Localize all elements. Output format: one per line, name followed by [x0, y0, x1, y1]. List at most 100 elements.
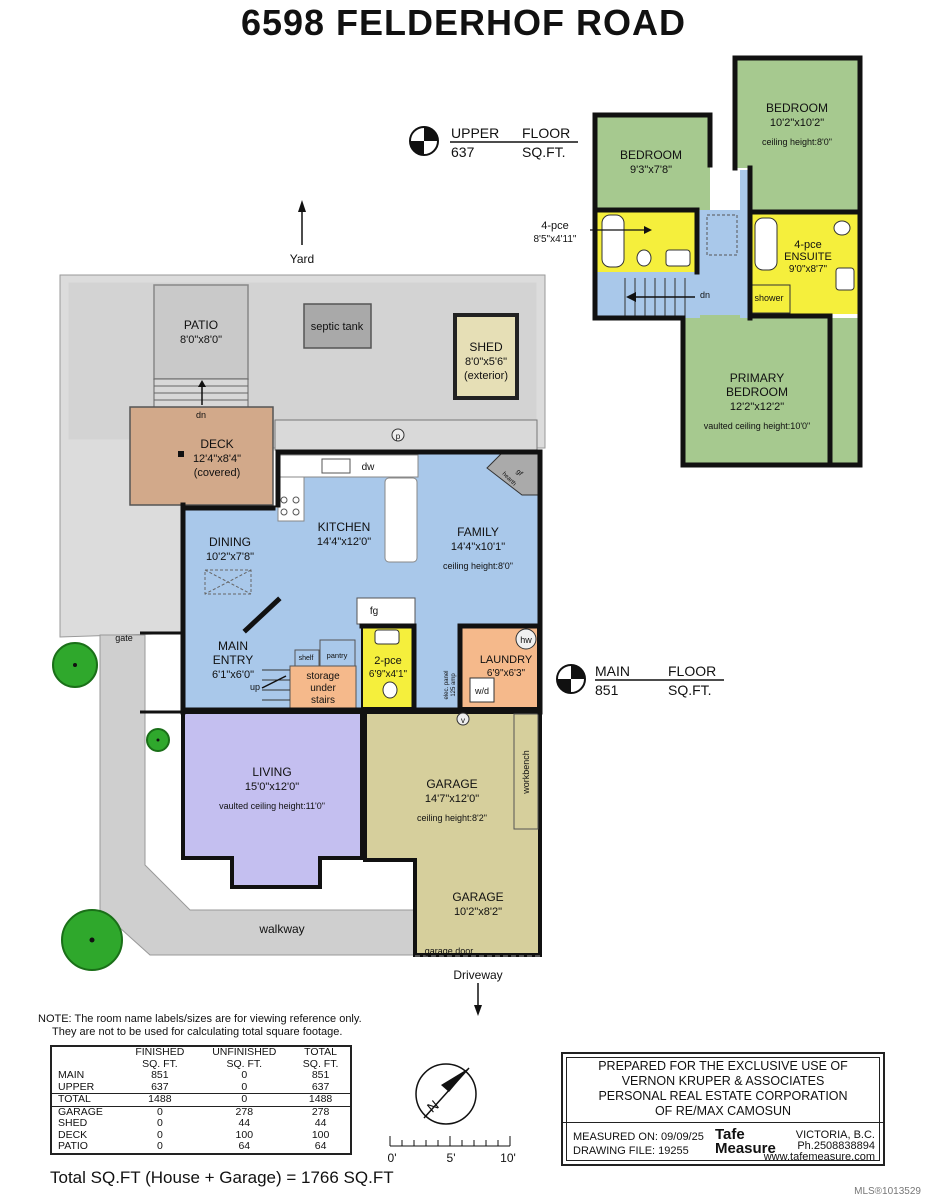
upper-floor-name: UPPER	[451, 125, 499, 141]
dining-size: 10'2"x7'8"	[206, 551, 254, 563]
deck-size: 12'4"x8'4"	[193, 453, 241, 465]
four-pce-name: 4-pce	[541, 220, 569, 232]
city-label: VICTORIA, B.C.	[795, 1129, 875, 1141]
garage1-name: GARAGE	[426, 777, 477, 791]
kitchen-size: 14'4"x12'0"	[317, 536, 371, 548]
header-unfinished-unit: SQ. FT.	[226, 1057, 263, 1070]
laundry-size: 6'9"x6'3"	[487, 668, 526, 679]
deck-dn-label: dn	[196, 410, 206, 420]
upper-floor-word: FLOOR	[522, 125, 570, 141]
main-floor-unit: SQ.FT.	[668, 682, 712, 698]
prepared-line-2: VERNON KRUPER & ASSOCIATES	[621, 1074, 825, 1088]
measured-date: 09/09/25	[661, 1131, 704, 1143]
storage-line-1: storage	[306, 671, 340, 682]
driveway-label: Driveway	[453, 968, 502, 982]
header-finished-unit: SQ. FT.	[142, 1057, 178, 1070]
mls-watermark: MLS®1013529	[854, 1186, 921, 1197]
logo-bottom: Measure	[715, 1140, 776, 1157]
walkway-label: walkway	[258, 922, 304, 936]
compass-icon	[415, 1063, 477, 1125]
header-finished: FINISHED	[135, 1046, 185, 1058]
elec-amp-label: 125 amp	[451, 673, 457, 697]
disclaimer-note: NOTE: The room name labels/sizes are for…	[38, 1013, 362, 1039]
wd-label: w/d	[474, 686, 489, 696]
fg-label: fg	[370, 606, 378, 617]
entry-name-1: MAIN	[218, 639, 248, 653]
tafe-measure-logo: Tafe Measure	[715, 1126, 776, 1157]
living-size: 15'0"x12'0"	[245, 781, 299, 793]
primary-size: 12'2"x12'2"	[730, 401, 784, 413]
laundry-name: LAUNDRY	[480, 654, 533, 666]
gate-label: gate	[115, 633, 133, 643]
ensuite-name-2: ENSUITE	[784, 251, 832, 263]
garage2-size: 10'2"x8'2"	[454, 906, 502, 918]
family-size: 14'4"x10'1"	[451, 541, 505, 553]
header-unfinished: UNFINISHED	[212, 1046, 277, 1058]
scale-tick-10: 10'	[500, 1151, 516, 1165]
upper-floor-sqft: 637	[451, 144, 475, 160]
entry-size: 6'1"x6'0"	[212, 669, 254, 681]
header-total-unit: SQ. FT.	[302, 1057, 339, 1070]
garage1-note: ceiling height:8'2"	[417, 813, 487, 823]
patio	[153, 284, 249, 380]
bedroom-upper-right	[735, 58, 860, 212]
garage-door-label: garage door	[425, 946, 474, 956]
deck-note: (covered)	[194, 467, 240, 479]
upper-dn-label: dn	[700, 290, 710, 300]
phone-label: Ph.2508838894	[797, 1140, 875, 1152]
header-total: TOTAL	[304, 1046, 338, 1058]
tree-icon	[52, 642, 98, 688]
upper-floor-marker-icon	[409, 126, 578, 156]
p-marker-label: p	[396, 432, 401, 441]
dining-name: DINING	[209, 535, 251, 549]
primary-name-2: BEDROOM	[726, 385, 788, 399]
four-pce-size: 8'5"x4'11"	[534, 234, 577, 245]
shower-label: shower	[754, 293, 783, 303]
living-room	[181, 710, 364, 889]
primary-name-1: PRIMARY	[730, 371, 784, 385]
prepared-for-box: PREPARED FOR THE EXCLUSIVE USE OF VERNON…	[561, 1052, 885, 1166]
workbench-label: workbench	[521, 750, 531, 795]
shed-name: SHED	[469, 340, 503, 354]
scale-tick-5: 5'	[447, 1151, 456, 1165]
note-line-2: They are not to be used for calculating …	[52, 1026, 343, 1038]
prepared-line-1: PREPARED FOR THE EXCLUSIVE USE OF	[598, 1059, 848, 1073]
main-floor-word: FLOOR	[668, 663, 716, 679]
shed	[453, 313, 519, 400]
prepared-line-4: OF RE/MAX CAMOSUN	[654, 1104, 792, 1118]
hw-label: hw	[520, 635, 532, 645]
logo-top: Tafe	[715, 1126, 745, 1143]
main-floor-name: MAIN	[595, 663, 630, 679]
tree-icon	[146, 728, 170, 752]
workbench	[513, 713, 539, 830]
family-name: FAMILY	[457, 525, 499, 539]
bedroom2-size: 10'2"x10'2"	[770, 117, 824, 129]
note-line-1: NOTE: The room name labels/sizes are for…	[38, 1013, 362, 1025]
shed-note: (exterior)	[464, 370, 508, 382]
scale-bar	[389, 1136, 511, 1147]
shed-size: 8'0"x5'6"	[465, 356, 507, 368]
deck-name: DECK	[200, 437, 233, 451]
septic-label: septic tank	[311, 321, 364, 333]
shelf-label: shelf	[299, 655, 314, 662]
dw-label: dw	[362, 462, 376, 473]
fireplace-label: gf	[515, 468, 524, 477]
total-sqft-line: Total SQ.FT (House + Garage) = 1766 SQ.F…	[50, 1168, 394, 1187]
website-link[interactable]: www.tafemeasure.com	[763, 1151, 875, 1163]
bedroom-upper-left	[595, 115, 710, 210]
ensuite-name-1: 4-pce	[794, 239, 822, 251]
main-floor-marker-icon	[556, 664, 724, 694]
pantry-label: pantry	[327, 651, 348, 660]
two-pce-size: 6'9"x4'1"	[369, 669, 408, 680]
two-pce-name: 2-pce	[374, 655, 402, 667]
elec-panel-label: elec. panel	[444, 670, 450, 699]
patio-size: 8'0"x8'0"	[180, 334, 222, 346]
